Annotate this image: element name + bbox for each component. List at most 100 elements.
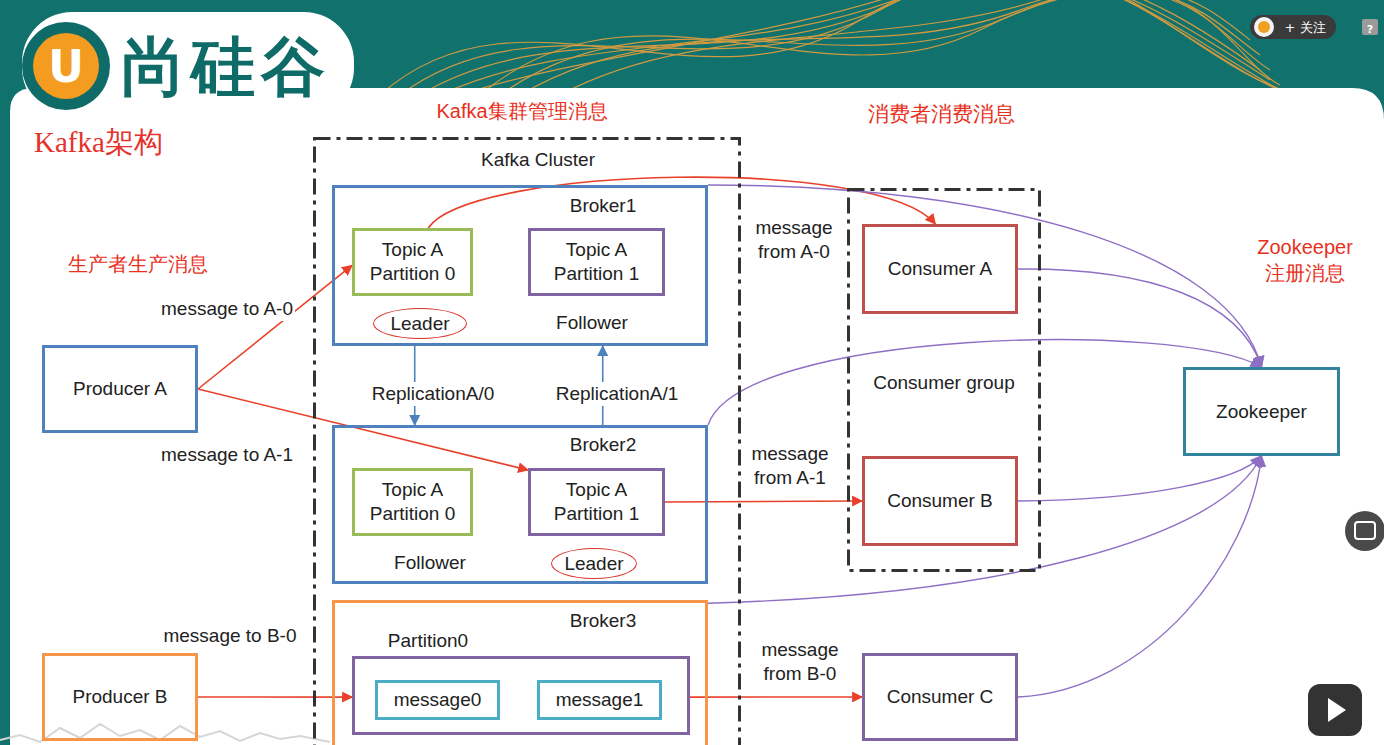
node-text: Topic A Partition 0 [360,478,465,526]
node-text: Consumer group [873,371,1015,395]
broker-box: Broker1Follower Topic A Partition 0 Topic … [332,185,708,346]
text-slot: Broker2 [548,433,658,457]
node-text: message0 [394,688,482,712]
edge-label: message to B-0 [161,624,298,648]
edge-label: ReplicationA/1 [554,382,681,406]
play-glyph [1328,698,1346,722]
arrow-connector [1018,269,1262,367]
node-text: Topic A Partition 1 [536,478,657,526]
edge-label-slot: message to B-0 [153,624,307,648]
node-text: Consumer A [888,257,993,281]
arrow-connector [690,696,862,698]
dash-dot-border [849,190,1040,571]
label-slot: U [44,38,88,95]
arrow-connector [1018,456,1262,501]
node-text: Zookeeper [1216,400,1307,424]
arrow-connector [708,185,1262,367]
partition-box: Partition0message0message1 [352,656,690,735]
group-frame: Consumer group Consumer A Consumer B [847,188,1041,572]
consumer-box: Consumer A [862,224,1018,314]
avatar [1254,17,1274,37]
node-text: Topic A Partition 0 [360,238,465,286]
edge-label-slot: ReplicationA/1 [540,382,694,406]
label-slot: Kafka集群管理消息 [420,98,624,124]
producer-box: Producer B [42,653,198,741]
message-box: message0 [375,680,500,720]
broker-box: Broker2Follower Topic A Partition 0 Topic … [332,425,708,584]
text-slot: Follower [537,311,647,335]
section-heading: Zookeeper 注册消息 [1246,234,1364,286]
avatar-core [1258,21,1270,33]
logo-tab [22,12,354,118]
arrow-connector [198,265,352,389]
text-slot: Partition0 [373,629,483,653]
edge-label-slot: message to A-1 [150,443,304,467]
label-slot: 尚硅谷 [104,26,348,109]
text-slot: Consumer group [864,371,1024,395]
edge-label: message from A-0 [746,216,842,264]
label-slot: Zookeeper 注册消息 [1246,234,1364,286]
logo-core [33,33,99,99]
edge-label-slot: message to A-0 [150,297,304,321]
node-text: Leader [390,312,449,336]
section-heading: 消费者消费消息 [868,100,1015,127]
partition-box: Topic A Partition 0 [352,468,473,536]
partition-box: Topic A Partition 1 [528,228,665,296]
leader-ellipse: Leader [551,548,637,579]
help-mark: ? [1367,23,1373,37]
label-slot: + 关注 [1276,18,1334,37]
node-text: Broker3 [570,609,637,633]
edge-label-slot: message from A-0 [746,216,842,264]
logo-ring [22,22,110,110]
node-text: Producer B [72,685,167,709]
node-text: Topic A Partition 1 [536,238,657,286]
arrow-connector [708,340,1262,425]
edge-label-slot: message from B-0 [752,638,848,686]
arrow-connector [198,696,352,698]
message-box: message1 [537,680,662,720]
text-slot: Broker1 [548,194,658,218]
node-text: Producer A [73,377,167,401]
decor-lines [380,0,1300,95]
text-slot: Kafka Cluster [458,148,618,172]
node-text: Follower [394,551,466,575]
follow-pill [1250,15,1336,39]
section-heading: Kafka集群管理消息 [436,98,607,124]
node-text: Consumer C [887,685,994,709]
consumer-box: Consumer C [862,653,1018,741]
edge-label: message to A-0 [159,297,295,321]
section-heading: 生产者生产消息 [68,251,208,277]
producer-box: Producer A [42,345,198,433]
edge-label: message from A-1 [742,442,838,490]
text-slot: Broker3 [548,609,658,633]
edge-label-slot: message from A-1 [742,442,838,490]
logo-text: 尚硅谷 [121,26,331,109]
content-panel [10,88,1384,745]
partition-box: Topic A Partition 1 [528,468,665,536]
label-slot: ? [1362,19,1378,37]
side-icon [1345,511,1384,551]
partition-box: Topic A Partition 0 [352,228,473,296]
node-text: Consumer B [887,489,993,513]
side-icon-glyph [1355,522,1375,539]
node-text: Broker2 [570,433,637,457]
node-text: Follower [556,311,628,335]
edge-label-slot: ReplicationA/0 [356,382,510,406]
arrow-connector [665,501,862,502]
arrow-connector [1018,456,1262,697]
zookeeper-box: Zookeeper [1183,367,1340,456]
broker-box: Broker3Partition0 message0 message1 [332,600,708,745]
follow-button: + 关注 [1284,20,1325,37]
label-slot: 生产者生产消息 [50,251,226,277]
node-text: Partition0 [388,629,468,653]
label-slot: 消费者消费消息 [856,100,1026,127]
node-text: Broker1 [570,194,637,218]
logo-letter: U [48,38,84,95]
edge-label: ReplicationA/0 [370,382,497,406]
title-slot: Kafka架构 [34,124,163,160]
node-text: Leader [564,552,623,576]
consumer-box: Consumer B [862,456,1018,546]
leader-ellipse: Leader [373,308,467,339]
